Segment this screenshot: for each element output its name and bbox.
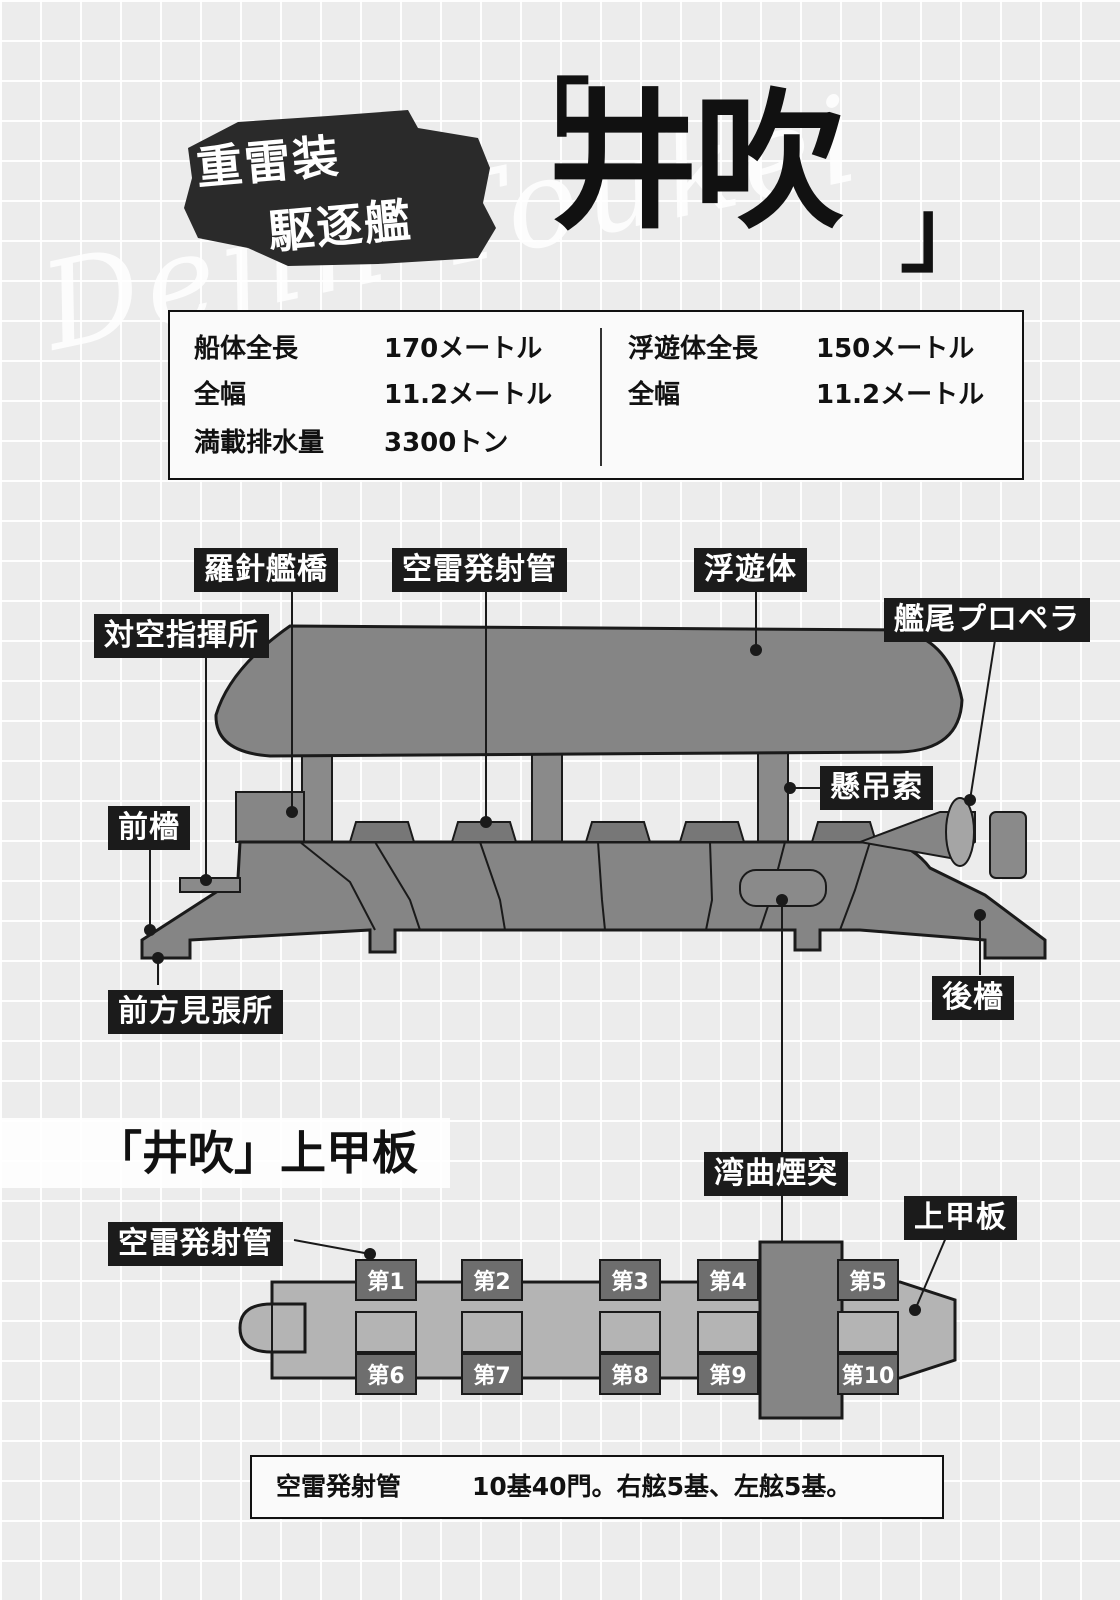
label-torpedo-tubes-deck: 空雷発射管 [108,1222,283,1266]
support-pillar [531,751,563,845]
summary-label: 空雷発射管 [276,1472,402,1501]
ship-name: 井吹 [548,74,844,250]
label-suspension-cable: 懸吊索 [820,766,933,810]
torpedo-summary-box: 空雷発射管 10基40門。右舷5基、左舷5基。 [250,1455,944,1519]
spec-left-3-label: 満載排水量 [194,428,325,458]
label-compass-bridge: 羅針艦橋 [194,548,338,592]
hull-shape [140,840,1047,960]
close-bracket: 」 [900,179,990,285]
summary-text: 10基40門。右舷5基、左舷5基。 [472,1472,852,1501]
spec-right-2-value: 11.2メートル [816,380,985,410]
spec-right-2-label: 全幅 [628,380,681,410]
label-float-body: 浮遊体 [694,548,807,592]
mount-label-top: 第4 [709,1269,746,1295]
support-pillar [301,751,333,845]
spec-right-1-label: 浮遊体全長 [628,334,759,364]
mount-label-bottom: 第9 [709,1363,746,1389]
mount-label-top: 第3 [611,1269,648,1295]
mount-label-top: 第1 [367,1269,404,1295]
brush-stroke-background [184,110,496,266]
mount-label-bottom: 第10 [842,1363,895,1389]
funnel-plan [758,1240,844,1420]
torpedo-mounts-side [348,821,878,843]
ship-name-title: 「 井吹 」 [500,69,990,282]
label-torpedo-tubes-side: 空雷発射管 [392,548,567,592]
spec-left-1-label: 船体全長 [194,334,299,364]
spec-right-1-value: 150メートル [816,334,975,364]
label-stern-propeller: 艦尾プロペラ [884,598,1090,642]
deck-section-title: 「井吹」上甲板 [0,1118,450,1188]
rudder [989,811,1027,879]
label-mainmast: 後檣 [932,976,1014,1020]
spec-left-2-value: 11.2メートル [384,380,553,410]
mount-label-top: 第2 [473,1269,510,1295]
spec-left-1-value: 170メートル [384,334,543,364]
open-bracket: 「 [500,69,590,175]
float-body-shape [214,624,964,758]
label-curved-funnel: 湾曲煙突 [704,1152,848,1196]
upper-deck-plan [238,1240,957,1420]
mount-label-bottom: 第6 [367,1363,404,1389]
spec-left-3-value: 3300トン [384,428,509,458]
ship-class-subtitle: 重雷装 駆逐艦 [178,108,498,268]
label-upper-deck: 上甲板 [904,1196,1017,1240]
mount-label-bottom: 第7 [473,1363,510,1389]
specs-divider [600,328,602,466]
stern-propeller-icon [945,797,975,867]
mount-label-top: 第5 [849,1269,886,1295]
support-pillar [757,751,789,845]
spec-left-2-label: 全幅 [194,380,247,410]
mount-label-bottom: 第8 [611,1363,648,1389]
label-forward-lookout: 前方見張所 [108,990,283,1034]
label-aa-director: 対空指揮所 [94,614,269,658]
specs-table: 船体全長 170メートル 全幅 11.2メートル 満載排水量 3300トン 浮遊… [168,310,1024,480]
label-foremast: 前檣 [108,806,190,850]
